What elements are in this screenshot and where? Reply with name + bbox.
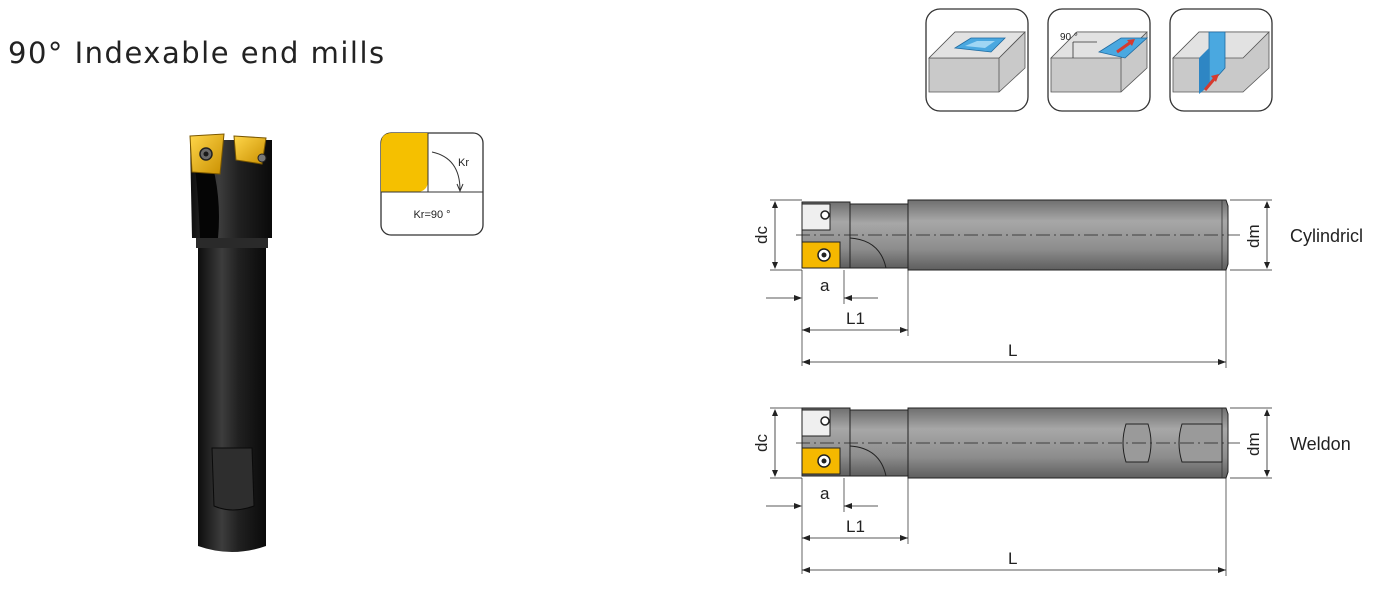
l1-label: L1 [846, 517, 865, 536]
dm-label: dm [1244, 224, 1263, 248]
slot-milling-icon [1169, 8, 1273, 112]
shoulder-milling-icon: 90 ° [1047, 8, 1151, 112]
cylindrical-drawing: dc dm Cylindricl a L1 L [752, 199, 1363, 368]
weldon-drawing: dc dm Weldon a L1 L [752, 407, 1351, 576]
a-label: a [820, 484, 830, 503]
shank-type-weldon: Weldon [1290, 434, 1351, 454]
dm-label: dm [1244, 432, 1263, 456]
dc-label: dc [752, 226, 771, 244]
page-title: 90° Indexable end mills [8, 36, 386, 70]
l-label: L [1008, 549, 1017, 568]
dc-label: dc [752, 434, 771, 452]
kr-angle-diagram: Kr Kr=90 ° [380, 132, 484, 236]
l1-label: L1 [846, 309, 865, 328]
end-mill-photo [189, 133, 272, 552]
kr-caption: Kr=90 ° [413, 209, 450, 221]
a-label: a [820, 276, 830, 295]
pocket-milling-icon [925, 8, 1029, 112]
kr-angle-label: Kr [458, 157, 469, 169]
l-label: L [1008, 341, 1017, 360]
shoulder-angle-label: 90 ° [1060, 32, 1078, 43]
shank-type-cylindrical: Cylindricl [1290, 226, 1363, 246]
